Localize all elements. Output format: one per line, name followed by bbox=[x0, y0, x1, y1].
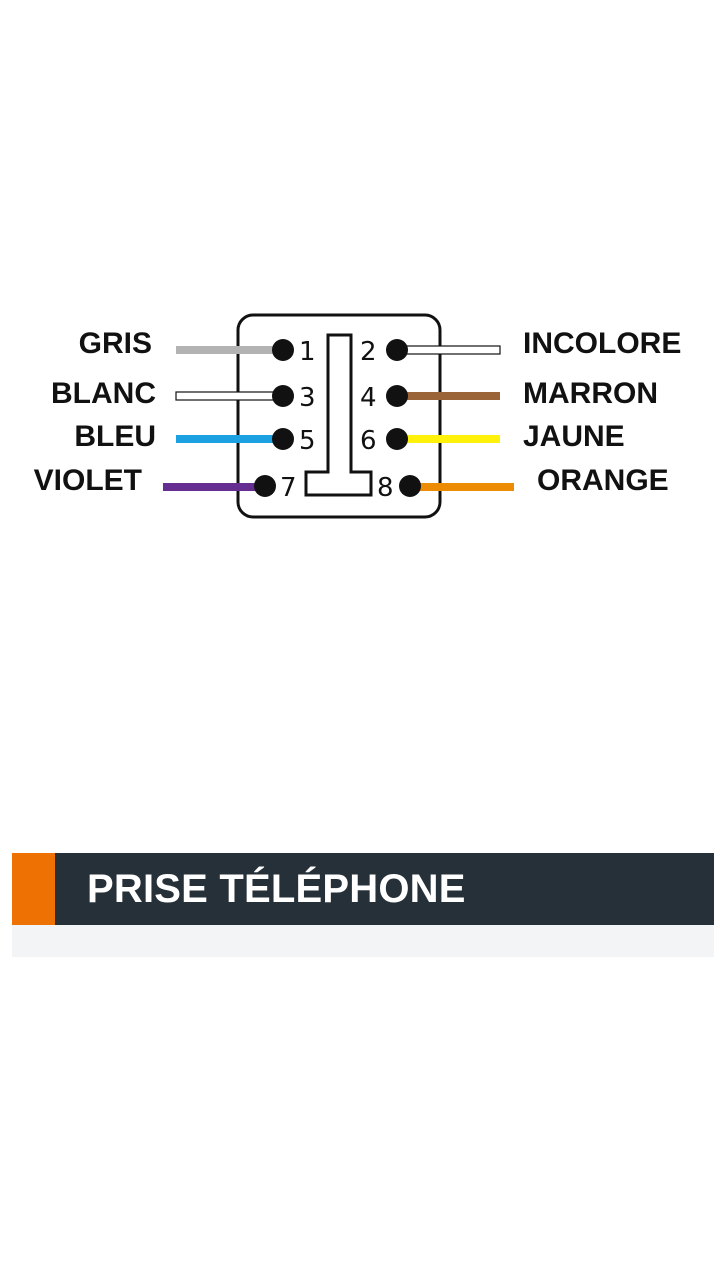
pin-number-8: 8 bbox=[377, 473, 394, 503]
pin-number-1: 1 bbox=[299, 337, 316, 367]
title-banner: PRISE TÉLÉPHONE bbox=[12, 853, 714, 925]
pin-3: 3 BLANC bbox=[51, 377, 316, 413]
contact-4 bbox=[386, 385, 408, 407]
page-title: PRISE TÉLÉPHONE bbox=[87, 867, 466, 911]
wire-5 bbox=[176, 435, 280, 443]
contact-5 bbox=[272, 428, 294, 450]
label-4: MARRON bbox=[523, 377, 658, 410]
pin-1: 1 GRIS bbox=[79, 327, 316, 367]
pin-number-3: 3 bbox=[299, 383, 316, 413]
label-1: GRIS bbox=[79, 327, 152, 360]
socket-key bbox=[304, 333, 373, 497]
contact-3 bbox=[272, 385, 294, 407]
title-accent-block bbox=[12, 853, 55, 925]
contact-8 bbox=[399, 475, 421, 497]
pin-number-2: 2 bbox=[360, 337, 377, 367]
contact-7 bbox=[254, 475, 276, 497]
wire-6 bbox=[400, 435, 500, 443]
pin-5: 5 BLEU bbox=[74, 420, 315, 456]
pin-8: 8 ORANGE bbox=[377, 464, 669, 503]
label-3: BLANC bbox=[51, 377, 156, 410]
wire-8 bbox=[412, 483, 514, 491]
contact-2 bbox=[386, 339, 408, 361]
contact-6 bbox=[386, 428, 408, 450]
pin-2: 2 INCOLORE bbox=[360, 327, 681, 367]
label-7: VIOLET bbox=[34, 464, 142, 497]
pin-6: 6 JAUNE bbox=[360, 420, 625, 456]
phone-socket-diagram: 1 GRIS 2 INCOLORE 3 BLANC 4 MARRON 5 BLE… bbox=[34, 313, 681, 519]
label-6: JAUNE bbox=[523, 420, 625, 453]
label-2: INCOLORE bbox=[523, 327, 681, 360]
wire-1 bbox=[176, 346, 280, 354]
pin-number-6: 6 bbox=[360, 426, 377, 456]
title-underband bbox=[12, 925, 714, 957]
contact-1 bbox=[272, 339, 294, 361]
wire-4 bbox=[400, 392, 500, 400]
pin-number-5: 5 bbox=[299, 426, 316, 456]
wire-3 bbox=[175, 391, 281, 401]
wire-7 bbox=[163, 483, 266, 491]
pin-7: 7 VIOLET bbox=[34, 464, 297, 503]
label-5: BLEU bbox=[74, 420, 156, 453]
pin-4: 4 MARRON bbox=[360, 377, 658, 413]
pin-number-4: 4 bbox=[360, 383, 377, 413]
label-8: ORANGE bbox=[537, 464, 669, 497]
wire-2 bbox=[399, 345, 501, 355]
pin-number-7: 7 bbox=[280, 473, 297, 503]
